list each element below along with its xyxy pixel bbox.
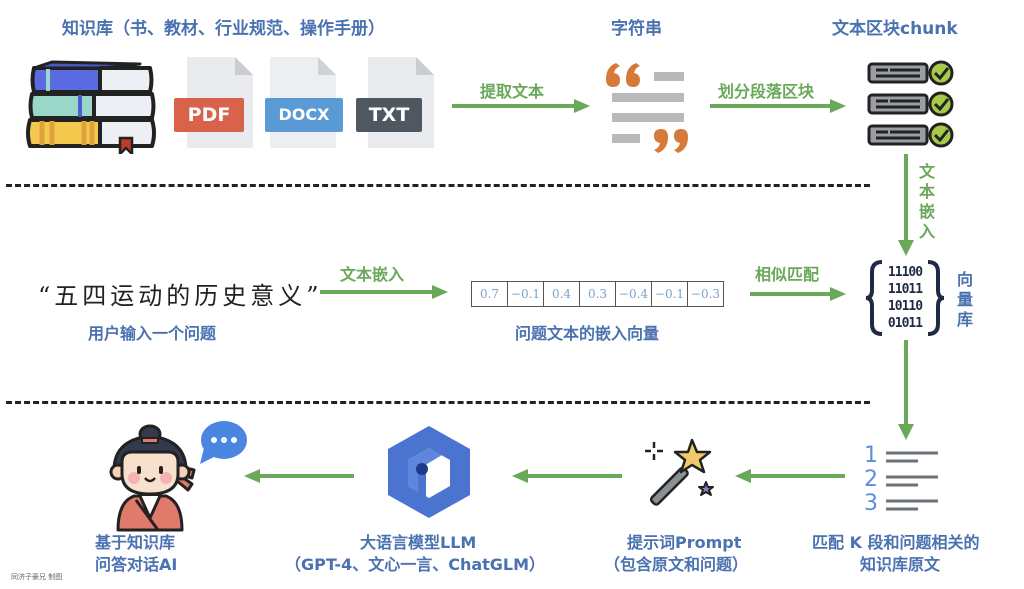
section-divider-top [6, 184, 870, 187]
rank-number: 2 [864, 467, 878, 492]
section-divider-bottom [6, 401, 870, 404]
prompt-caption-line1: 提示词Prompt [627, 533, 742, 552]
knowledge-base-title: 知识库（书、教材、行业规范、操作手册） [62, 19, 385, 39]
split-chunks-arrow [710, 99, 846, 113]
txt-badge: TXT [356, 98, 422, 132]
vector-cell: 0.3 [580, 282, 616, 306]
text-embed-arrow [320, 285, 448, 299]
vector-cell: −0.1 [508, 282, 544, 306]
text-lines-icon [886, 451, 938, 511]
to-llm-arrow [512, 469, 622, 483]
chat-bubble-icon [200, 421, 247, 464]
similarity-match-arrow [750, 287, 846, 301]
binary-row: 11100 [887, 265, 923, 280]
vector-cell: −0.3 [690, 287, 721, 301]
books-icon [26, 60, 156, 154]
vector-cell: −0.1 [652, 282, 688, 306]
chunk-title: 文本区块chunk [832, 19, 958, 39]
vector-db-label: 向量库 [956, 270, 973, 329]
braces-icon [866, 260, 944, 336]
text-embed-vertical-label: 文本嵌入 [918, 162, 935, 241]
rank-number: 3 [864, 491, 878, 516]
matched-chunks-caption-line2: 知识库原文 [860, 555, 941, 574]
to-prompt-arrow [735, 469, 845, 483]
prompt-caption-line2: （包含原文和问题） [604, 555, 749, 574]
split-chunks-label: 划分段落区块 [718, 82, 815, 101]
rank-number: 1 [864, 443, 878, 468]
vector-db-icon: 11100 11011 10110 01011 [866, 258, 944, 338]
text-embed-down-arrow [898, 154, 914, 256]
string-quote-icon [606, 63, 688, 153]
magic-wand-icon [645, 438, 714, 506]
chunk-list-icon [867, 60, 954, 148]
vector-caption: 问题文本的嵌入向量 [515, 324, 660, 343]
ranked-list-icon: 1 2 3 [862, 443, 952, 517]
question-caption: 用户输入一个问题 [88, 324, 217, 343]
binary-row: 10110 [887, 299, 923, 314]
vector-cell: 0.7 [472, 282, 508, 306]
matched-chunks-caption-line1: 匹配 K 段和问题相关的 [812, 533, 980, 552]
retrieve-down-arrow [898, 340, 914, 440]
ai-caption-line1: 基于知识库 [95, 533, 176, 552]
user-question-text: “五四运动的历史意义” [38, 282, 323, 310]
llm-caption-line2: （GPT-4、文心一言、ChatGLM） [285, 555, 546, 574]
similarity-match-label: 相似匹配 [755, 265, 820, 284]
to-ai-arrow [244, 469, 354, 483]
author-watermark: 同济子豪兄 制图 [11, 573, 63, 581]
docx-badge: DOCX [265, 98, 343, 132]
extract-text-arrow [452, 99, 590, 113]
vector-cell: −0.4 [616, 282, 652, 306]
text-embed-label: 文本嵌入 [340, 265, 405, 284]
extract-text-label: 提取文本 [480, 82, 545, 101]
embedding-vector: 0.7 −0.1 0.4 0.3 −0.4 −0.1 −0.3 [471, 281, 724, 307]
ai-character-avatar [109, 424, 196, 532]
binary-row: 01011 [887, 316, 923, 331]
ai-caption-line2: 问答对话AI [95, 555, 178, 574]
vector-cell: 0.4 [544, 282, 580, 306]
llm-caption-line1: 大语言模型LLM [360, 533, 477, 552]
pdf-badge: PDF [174, 98, 244, 132]
string-title: 字符串 [611, 19, 662, 39]
binary-row: 11011 [887, 282, 923, 297]
llm-logo-icon [388, 426, 470, 518]
